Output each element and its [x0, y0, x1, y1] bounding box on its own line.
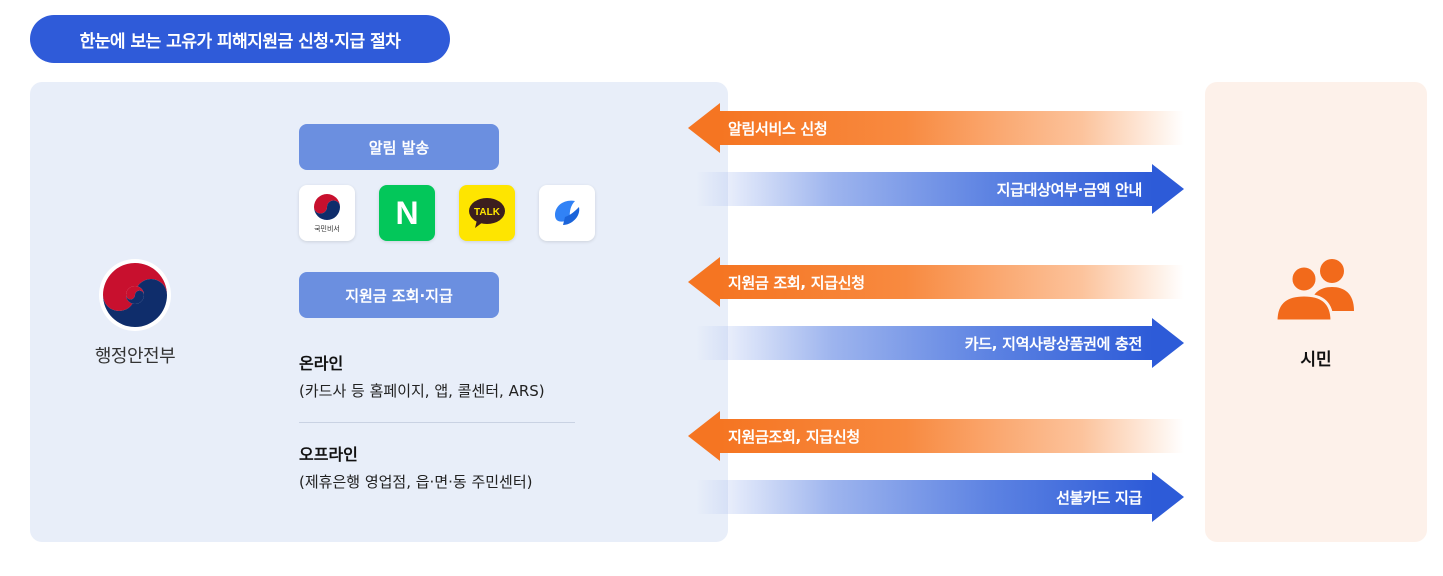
flow-arrow-prepaid-card: 선불카드 지급: [696, 472, 1184, 522]
arrow-left-head: [688, 103, 720, 153]
offline-description: (제휴은행 영업점, 읍·면·동 주민센터): [299, 473, 533, 491]
government-app-caption: 국민비서: [314, 225, 340, 233]
ministry-block: 행정안전부: [60, 258, 210, 368]
kakaotalk-bubble-icon: TALK: [469, 198, 505, 228]
flow-arrow-card-charge: 카드, 지역사랑상품권에 충전: [696, 318, 1184, 368]
government-emblem-icon: [99, 259, 171, 331]
citizen-block: 시민: [1260, 255, 1372, 370]
ministry-name: 행정안전부: [94, 346, 176, 367]
flow-label: 알림서비스 신청: [720, 111, 1184, 145]
flow-arrow-eligibility-notice: 지급대상여부·금액 안내: [696, 164, 1184, 214]
flow-label: 카드, 지역사랑상품권에 충전: [696, 326, 1152, 360]
alert-dispatch-label: 알림 발송: [299, 124, 499, 170]
online-title: 온라인: [299, 354, 344, 373]
flow-arrow-alert-request: 알림서비스 신청: [688, 103, 1184, 153]
arrow-right-head: [1152, 472, 1184, 522]
inquiry-payment-label: 지원금 조회·지급: [299, 272, 499, 318]
government-emblem-icon: [314, 194, 340, 220]
naver-logo: N: [395, 194, 419, 231]
toss-logo-icon: [555, 200, 580, 225]
arrow-right-head: [1152, 164, 1184, 214]
arrow-left-head: [688, 411, 720, 461]
offline-channel: 오프라인 (제휴은행 영업점, 읍·면·동 주민센터): [299, 441, 533, 492]
kakaotalk-app-icon: TALK: [459, 185, 515, 241]
page-title: 한눈에 보는 고유가 피해지원금 신청·지급 절차: [30, 15, 450, 63]
flow-label: 지원금 조회, 지급신청: [720, 265, 1184, 299]
online-description: (카드사 등 홈페이지, 앱, 콜센터, ARS): [299, 382, 545, 400]
flow-arrow-online-apply: 지원금 조회, 지급신청: [688, 257, 1184, 307]
citizen-label: 시민: [1300, 350, 1332, 370]
kakaotalk-logo-text: TALK: [474, 207, 501, 218]
online-channel: 온라인 (카드사 등 홈페이지, 앱, 콜센터, ARS): [299, 350, 545, 401]
flow-label: 지원금조회, 지급신청: [720, 419, 1184, 453]
arrow-left-head: [688, 257, 720, 307]
channel-divider: [299, 422, 575, 423]
government-secretary-app-icon: 국민비서: [299, 185, 355, 241]
flow-label: 지급대상여부·금액 안내: [696, 172, 1152, 206]
toss-app-icon: [539, 185, 595, 241]
flow-label: 선불카드 지급: [696, 480, 1152, 514]
offline-title: 오프라인: [299, 445, 358, 464]
arrow-right-head: [1152, 318, 1184, 368]
people-icon: [1274, 259, 1354, 323]
naver-app-icon: N: [379, 185, 435, 241]
flow-arrow-offline-apply: 지원금조회, 지급신청: [688, 411, 1184, 461]
